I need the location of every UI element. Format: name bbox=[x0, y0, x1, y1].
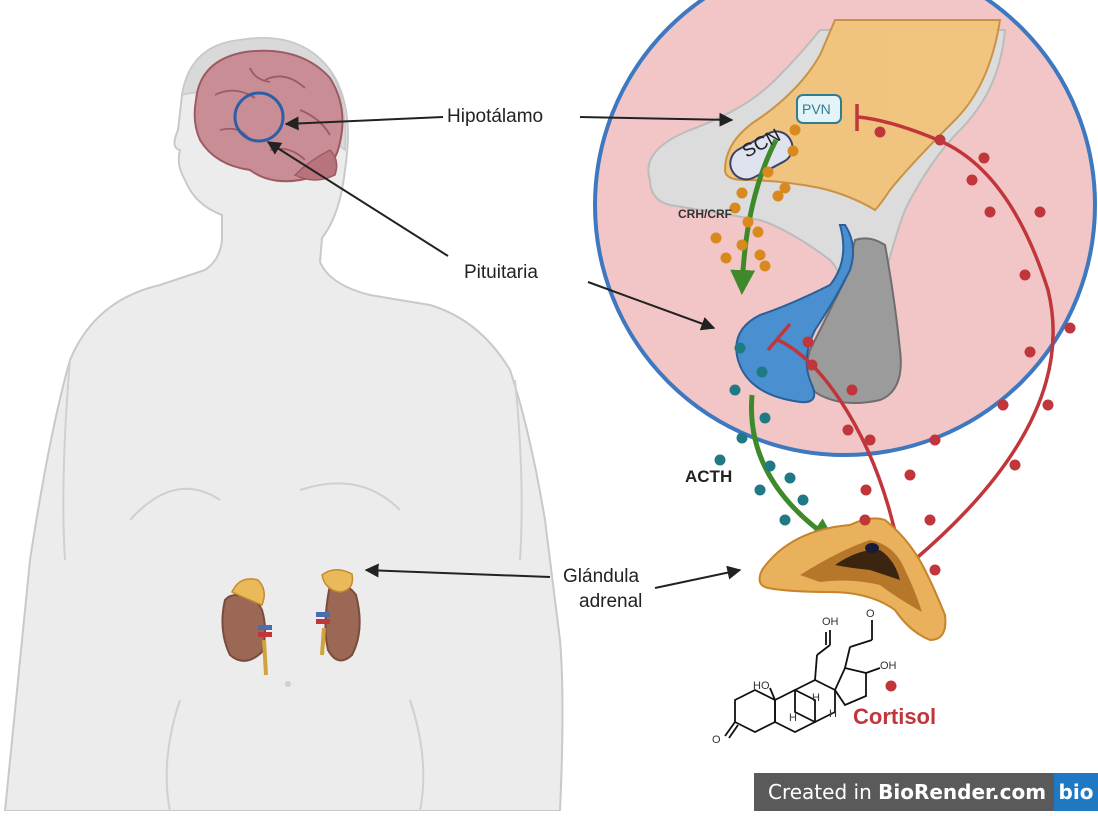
cortisol-particle bbox=[843, 425, 854, 436]
magnified-brain-circle bbox=[595, 0, 1095, 455]
cortisol-particle bbox=[860, 515, 871, 526]
cortisol-particle bbox=[803, 337, 814, 348]
cortisol-particle bbox=[1020, 270, 1031, 281]
pvn-label: PVN bbox=[802, 98, 831, 120]
mol-h1: H bbox=[812, 692, 820, 704]
crh-particle bbox=[773, 191, 784, 202]
cortisol-particle bbox=[935, 135, 946, 146]
cortisol-particle bbox=[930, 565, 941, 576]
acth-particle bbox=[780, 515, 791, 526]
crh-particle bbox=[721, 253, 732, 264]
mol-oh-top: OH bbox=[822, 616, 839, 628]
adrenal-label-line1: Glándula bbox=[563, 566, 639, 588]
mol-o-carbonyl: O bbox=[866, 608, 875, 620]
cortisol-particle bbox=[875, 127, 886, 138]
cortisol-particle bbox=[979, 153, 990, 164]
cortisol-particle bbox=[1043, 400, 1054, 411]
crh-particle bbox=[790, 125, 801, 136]
crh-particle bbox=[755, 250, 766, 261]
crh-particle bbox=[737, 188, 748, 199]
cortisol-particle bbox=[905, 470, 916, 481]
acth-particle bbox=[755, 485, 766, 496]
mol-ho-left: HO bbox=[753, 680, 770, 692]
cortisol-particle bbox=[967, 175, 978, 186]
cortisol-particle bbox=[847, 385, 858, 396]
cortisol-particle bbox=[998, 400, 1009, 411]
mol-h3: H bbox=[829, 708, 837, 720]
acth-label: ACTH bbox=[685, 466, 732, 488]
pituitary-label: Pituitaria bbox=[464, 262, 538, 284]
acth-particle bbox=[735, 343, 746, 354]
cortisol-particle bbox=[930, 435, 941, 446]
adrenal-label-line2: adrenal bbox=[579, 591, 642, 613]
acth-particle bbox=[785, 473, 796, 484]
crh-particle bbox=[737, 240, 748, 251]
cortisol-particle bbox=[861, 485, 872, 496]
acth-particle bbox=[715, 455, 726, 466]
acth-particle bbox=[798, 495, 809, 506]
crh-particle bbox=[753, 227, 764, 238]
crh-particle bbox=[763, 167, 774, 178]
cortisol-particle bbox=[985, 207, 996, 218]
mol-oh-right: OH bbox=[880, 660, 897, 672]
acth-particle bbox=[765, 461, 776, 472]
crh-particle bbox=[788, 146, 799, 157]
hypothalamus-label: Hipotálamo bbox=[447, 106, 543, 128]
cortisol-particle bbox=[1025, 347, 1036, 358]
cortisol-label: Cortisol bbox=[853, 706, 936, 728]
crh-particle bbox=[743, 217, 754, 228]
cortisol-particle bbox=[1065, 323, 1076, 334]
acth-particle bbox=[757, 367, 768, 378]
mol-h2: H bbox=[789, 712, 797, 724]
acth-particle bbox=[730, 385, 741, 396]
biorender-logo-icon: bio bbox=[1054, 773, 1098, 811]
cortisol-particle bbox=[886, 681, 897, 692]
cortisol-particle bbox=[925, 515, 936, 526]
acth-particle bbox=[760, 413, 771, 424]
crh-particle bbox=[711, 233, 722, 244]
cortisol-particle bbox=[1010, 460, 1021, 471]
biorender-watermark[interactable]: Created in BioRender.com bio bbox=[754, 773, 1098, 811]
watermark-text: Created in BioRender.com bbox=[754, 773, 1054, 811]
mol-o-bottom: O bbox=[712, 734, 721, 746]
cortisol-particle bbox=[865, 435, 876, 446]
crh-label: CRH/CRF bbox=[678, 207, 732, 221]
acth-particle bbox=[737, 433, 748, 444]
cortisol-particle bbox=[1035, 207, 1046, 218]
crh-particle bbox=[760, 261, 771, 272]
adrenal-gland bbox=[760, 518, 946, 640]
cortisol-particle bbox=[807, 360, 818, 371]
